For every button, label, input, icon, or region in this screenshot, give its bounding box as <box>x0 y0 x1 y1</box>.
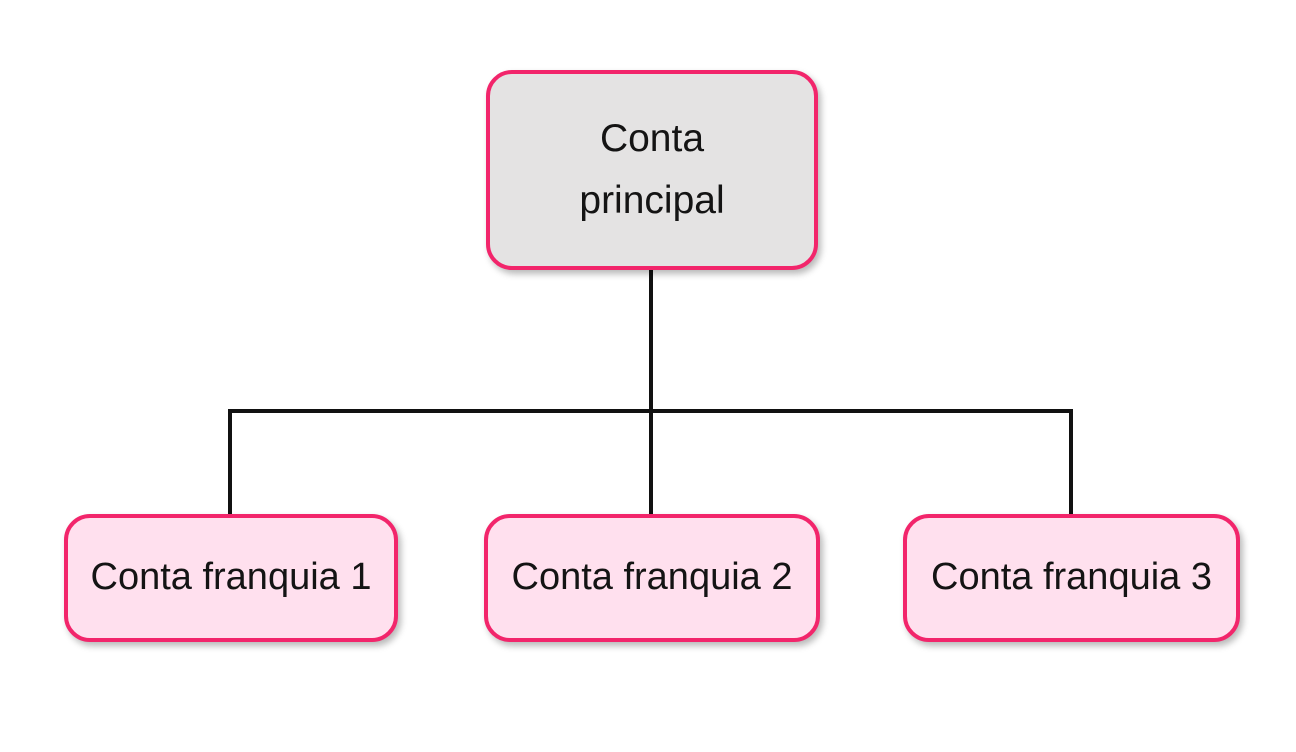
node-conta-franquia-1: Conta franquia 1 <box>64 514 398 642</box>
connector-root-stem <box>649 270 653 514</box>
node-conta-principal-label: Conta principal <box>579 117 725 222</box>
connector-drop-right <box>1069 409 1073 514</box>
node-conta-franquia-1-label: Conta franquia 1 <box>90 556 372 599</box>
connector-horizontal-bar <box>228 409 1073 413</box>
node-conta-franquia-3: Conta franquia 3 <box>903 514 1240 642</box>
node-conta-franquia-3-label: Conta franquia 3 <box>931 556 1212 599</box>
node-conta-franquia-2: Conta franquia 2 <box>484 514 820 642</box>
node-conta-franquia-2-label: Conta franquia 2 <box>511 556 793 599</box>
node-conta-principal: Conta principal <box>486 70 818 270</box>
connector-drop-left <box>228 409 232 514</box>
